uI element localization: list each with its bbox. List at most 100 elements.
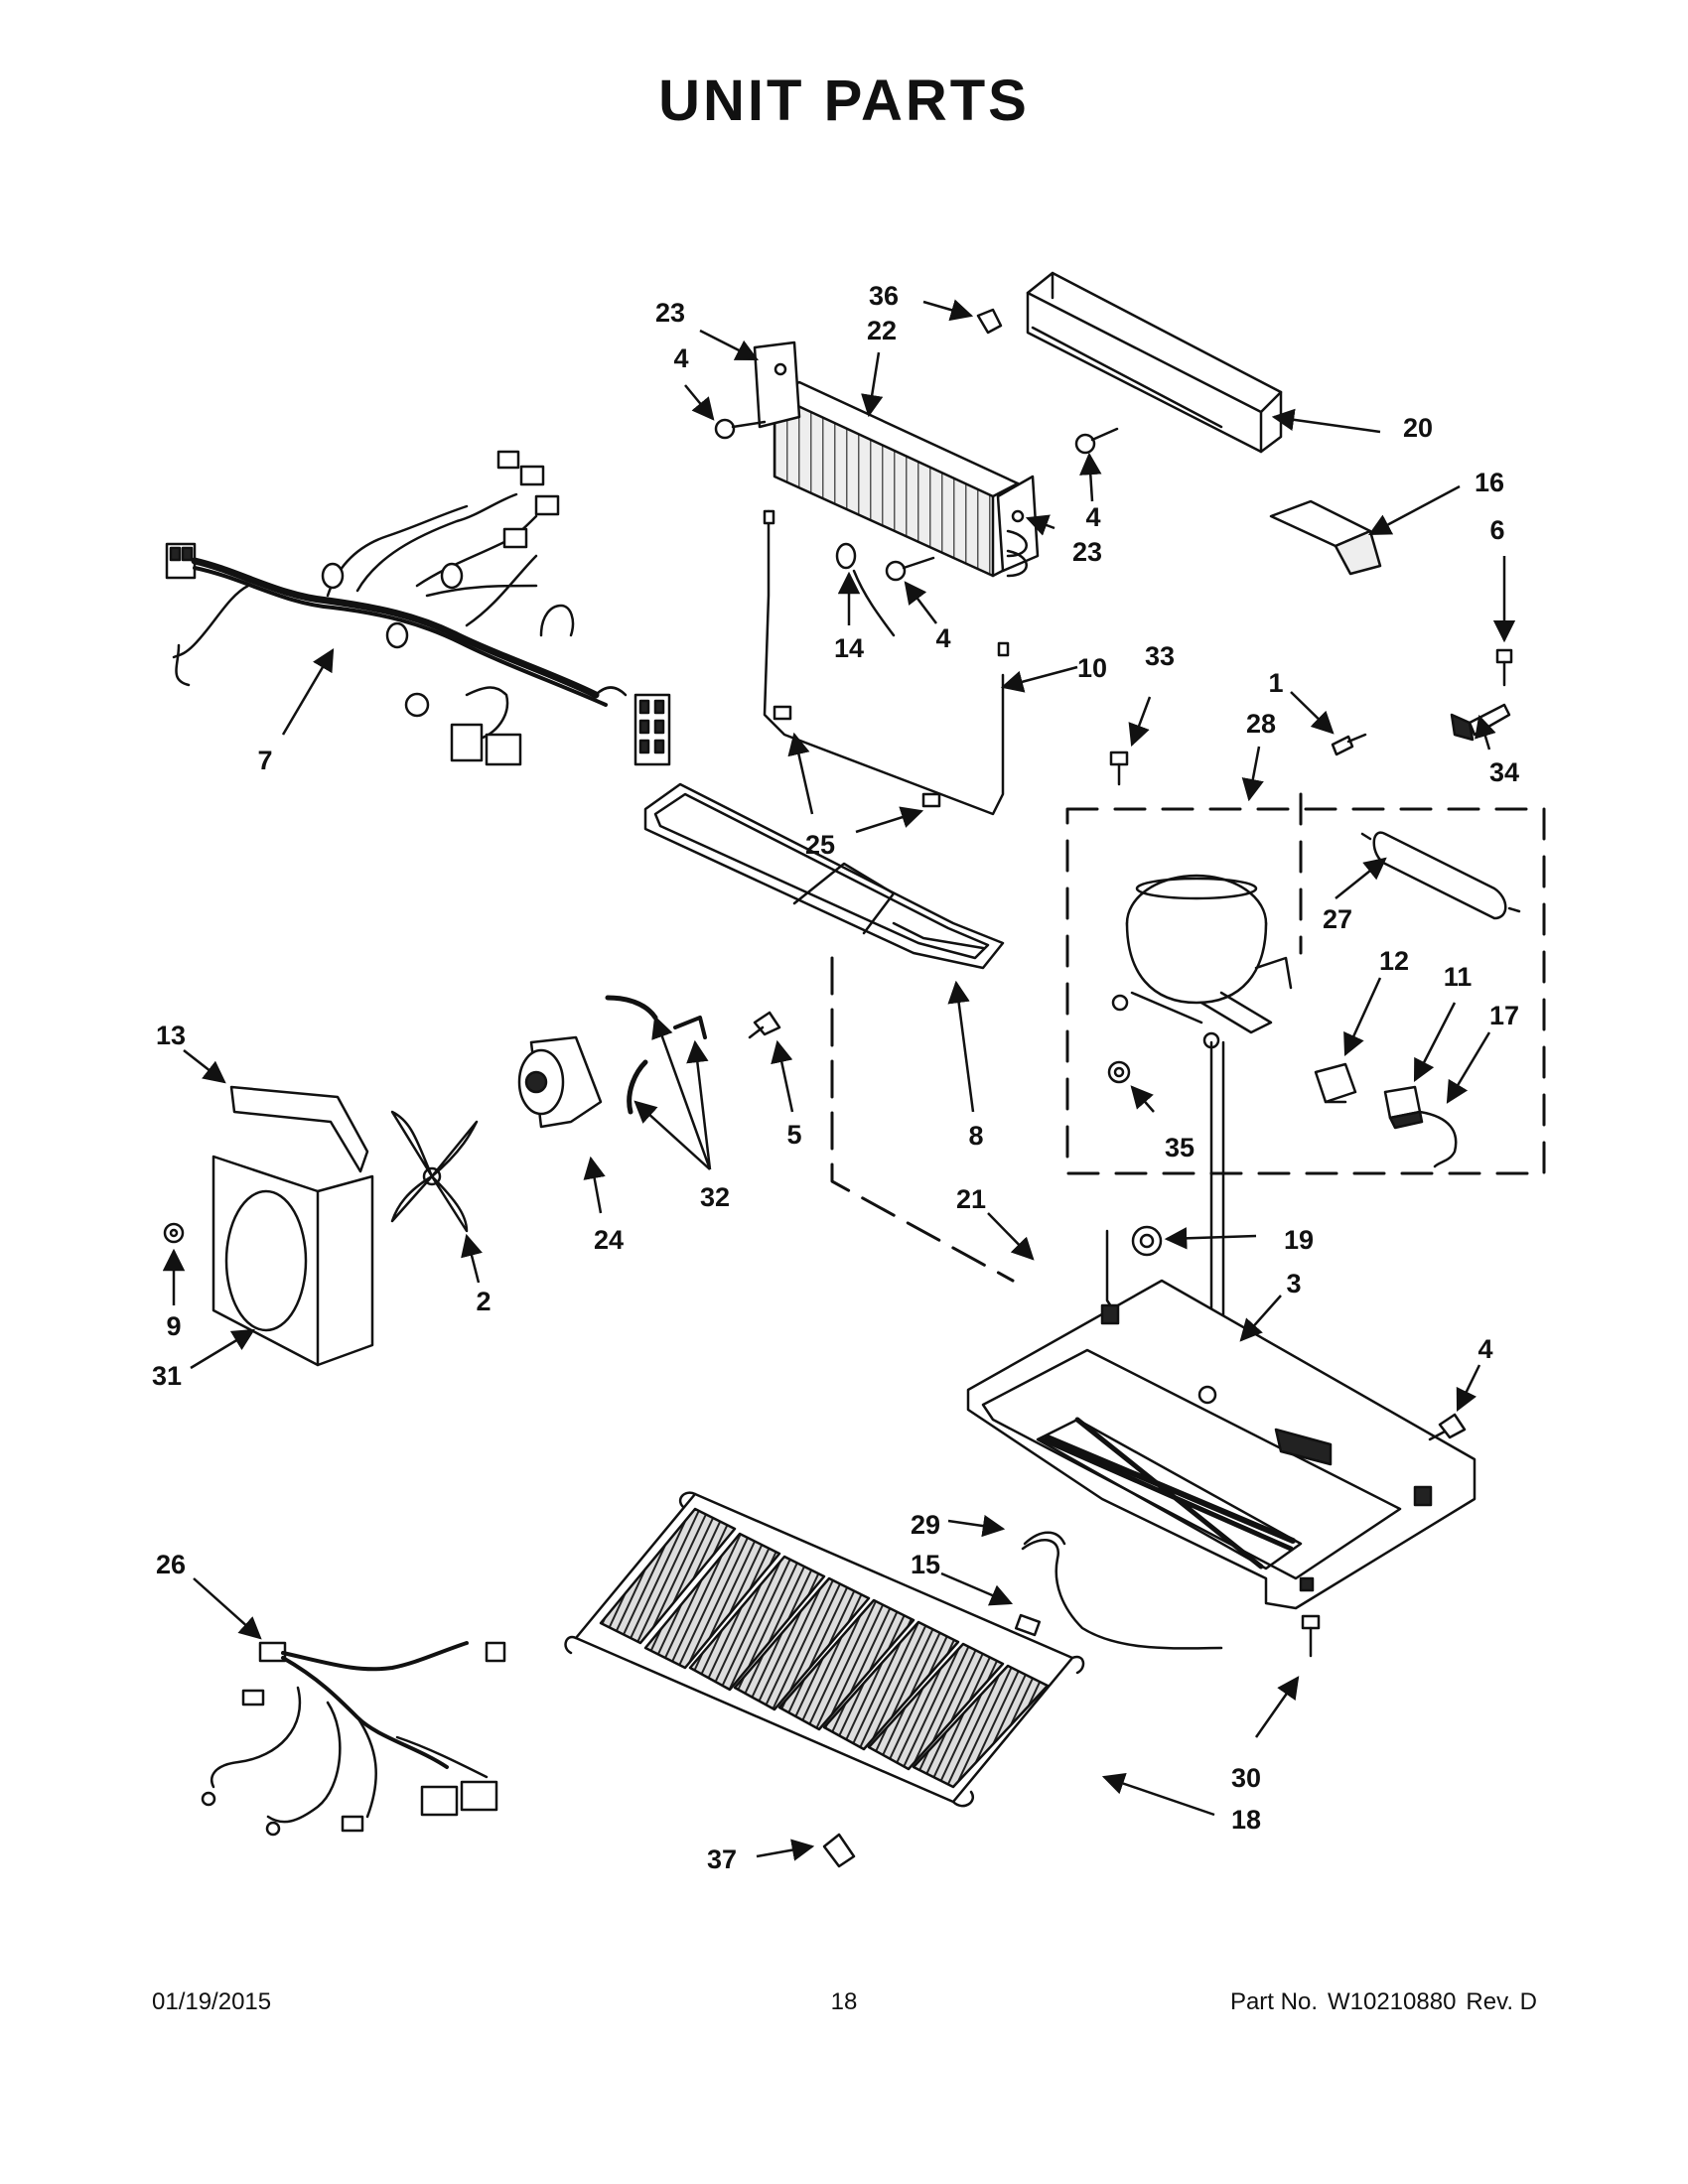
grommet-35 xyxy=(1107,1060,1131,1084)
footer-page-number: 18 xyxy=(830,1988,858,2015)
fan-blade-2 xyxy=(390,1110,479,1233)
screw-1 xyxy=(1331,733,1367,756)
clip-36 xyxy=(976,308,1003,335)
callout-32: 32 xyxy=(700,1182,730,1212)
leader-4c xyxy=(904,581,937,624)
leader-13 xyxy=(183,1049,226,1084)
callout-29: 29 xyxy=(911,1510,940,1540)
screw-33 xyxy=(1109,751,1129,786)
callout-10: 10 xyxy=(1077,653,1107,683)
clip-37 xyxy=(822,1833,856,1868)
callout-4d: 4 xyxy=(1477,1334,1492,1364)
callout-19: 19 xyxy=(1284,1225,1314,1255)
leader-30 xyxy=(1254,1676,1300,1738)
leader-17 xyxy=(1446,1031,1491,1104)
callout-9: 9 xyxy=(166,1311,181,1341)
callout-7: 7 xyxy=(257,746,272,775)
leader-28 xyxy=(1241,746,1264,802)
leader-32c xyxy=(686,1039,712,1170)
leader-20 xyxy=(1271,408,1381,434)
leader-25b xyxy=(855,806,924,834)
leader-31 xyxy=(190,1328,255,1370)
compressor-group-28 xyxy=(1065,792,1546,1175)
callout-11: 11 xyxy=(1444,962,1473,992)
clips-32 xyxy=(605,995,707,1115)
callout-1: 1 xyxy=(1268,668,1283,698)
callout-4c: 4 xyxy=(935,623,950,653)
callout-33: 33 xyxy=(1145,641,1175,671)
callout-30: 30 xyxy=(1231,1763,1261,1793)
callout-21: 21 xyxy=(956,1184,986,1214)
leader-32b xyxy=(633,1100,711,1170)
callout-4a: 4 xyxy=(673,343,688,373)
leader-8 xyxy=(947,980,975,1113)
callout-14: 14 xyxy=(834,633,864,663)
callout-22: 22 xyxy=(867,316,897,345)
leader-12 xyxy=(1343,977,1382,1057)
leader-3 xyxy=(1239,1295,1282,1342)
leader-5 xyxy=(771,1039,794,1113)
leader-32a xyxy=(651,1015,712,1170)
leader-23b xyxy=(1025,514,1055,536)
callout-13: 13 xyxy=(156,1021,186,1050)
leader-7 xyxy=(281,648,335,736)
part-number-value: W10210880 xyxy=(1327,1988,1457,2015)
callout-15: 15 xyxy=(911,1550,940,1579)
leader-25a xyxy=(787,732,814,815)
compressor xyxy=(1111,874,1293,1049)
leader-4b xyxy=(1079,452,1102,502)
callout-8: 8 xyxy=(968,1121,983,1151)
leader-19 xyxy=(1164,1227,1257,1250)
callout-28: 28 xyxy=(1246,709,1276,739)
callout-25: 25 xyxy=(805,830,835,860)
leader-26 xyxy=(193,1577,262,1640)
screw-5 xyxy=(748,1011,781,1039)
callout-26: 26 xyxy=(156,1550,186,1579)
callout-12: 12 xyxy=(1379,946,1409,976)
shield-16 xyxy=(1269,499,1382,576)
fan-motor-24 xyxy=(517,1035,603,1129)
evaporator-cover xyxy=(1026,271,1283,454)
leader-22 xyxy=(861,351,884,418)
footer-date: 01/19/2015 xyxy=(152,1988,272,2015)
leader-1 xyxy=(1290,691,1335,735)
leader-37 xyxy=(756,1839,815,1861)
drier-27 xyxy=(1360,831,1521,920)
wire-harness-26 xyxy=(201,1641,506,1837)
screw-30 xyxy=(1301,1614,1321,1658)
base-plate-3 xyxy=(966,1279,1477,1610)
leader-23a xyxy=(699,329,760,361)
callout-18: 18 xyxy=(1231,1805,1261,1835)
callout-24: 24 xyxy=(594,1225,624,1255)
callout-31: 31 xyxy=(152,1361,182,1391)
leader-34 xyxy=(1475,714,1496,751)
condenser-18 xyxy=(564,1491,1223,1808)
callout-2: 2 xyxy=(476,1287,491,1316)
leader-16 xyxy=(1368,484,1461,536)
relay-12 xyxy=(1314,1062,1357,1104)
callout-17: 17 xyxy=(1489,1001,1519,1030)
callout-3: 3 xyxy=(1286,1269,1301,1298)
callout-23a: 23 xyxy=(655,298,685,328)
callout-20: 20 xyxy=(1403,413,1433,443)
screw-4-base xyxy=(1428,1413,1467,1441)
callout-6: 6 xyxy=(1489,515,1504,545)
callout-36: 36 xyxy=(869,281,899,311)
callout-5: 5 xyxy=(786,1120,801,1150)
screw-4-top xyxy=(714,418,1119,582)
callout-35: 35 xyxy=(1165,1133,1195,1162)
leader-4d xyxy=(1456,1364,1481,1413)
leader-11 xyxy=(1413,1002,1457,1083)
seal-13 xyxy=(229,1085,369,1173)
callout-16: 16 xyxy=(1475,468,1504,497)
callout-27: 27 xyxy=(1323,904,1352,934)
leader-24 xyxy=(583,1156,606,1214)
defrost-heater-10 xyxy=(763,509,1010,816)
cord-17 xyxy=(1418,1110,1458,1168)
callout-4b: 4 xyxy=(1085,502,1100,532)
fan-shroud-31 xyxy=(211,1155,374,1367)
leader-33 xyxy=(1128,696,1152,748)
leader-36 xyxy=(922,299,974,322)
callout-34: 34 xyxy=(1489,757,1519,787)
